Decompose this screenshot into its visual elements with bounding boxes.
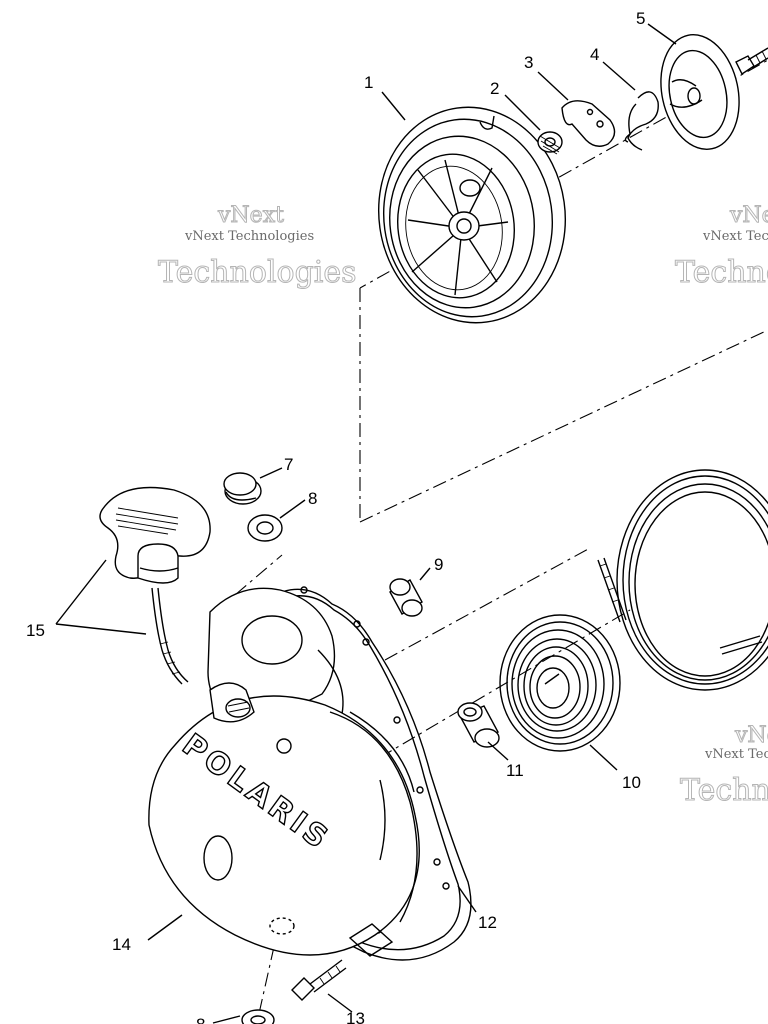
part-14-housing-cover: POLARIS [148,587,420,957]
svg-text:vNext: vNext [734,723,768,748]
part-9-bushing [389,578,423,617]
svg-text:vNext Technologies: vNext Technologies [702,229,768,244]
callout-8-top: 8 [308,489,317,508]
part-8-washer-bottom [241,1009,275,1024]
callout-5: 5 [636,9,645,28]
part-8-washer-top [247,514,283,542]
svg-text:vNext: vNext [729,203,768,228]
callout-11: 11 [506,761,524,780]
callout-4: 4 [590,45,599,64]
svg-text:Technologies: Technologies [680,773,768,808]
part-4-clip [624,91,659,151]
svg-text:vNext Technologies: vNext Technologies [184,229,314,244]
svg-text:vNext: vNext [217,203,284,228]
callout-3: 3 [524,53,533,72]
part-1-pulley [377,106,567,324]
svg-text:Technologies: Technologies [675,255,768,290]
svg-text:vNext Technologies: vNext Technologies [704,747,768,762]
part-7-cap [223,472,262,505]
callout-14: 14 [112,935,131,954]
callout-7: 7 [284,455,293,474]
callout-13: 13 [346,1009,365,1024]
callout-1: 1 [364,73,373,92]
watermark-top-right: vNext Technologies vNext Technologies [675,203,768,291]
callout-9: 9 [434,555,443,574]
starter-rope-coil [616,469,768,691]
callout-labels: 1 2 3 4 5 7 8 9 10 11 12 13 14 15 8 [26,9,645,1024]
part-2-spring [537,131,563,155]
part-6-bolt [735,47,768,76]
part-13-bolt [291,959,347,1001]
callout-8-bottom: 8 [196,1015,205,1024]
part-5-plate [660,34,740,150]
callout-10: 10 [622,773,641,792]
watermark-top-left: vNext Technologies vNext Technologies [158,203,358,291]
leader-lines [55,23,677,1024]
callout-12: 12 [478,913,497,932]
callout-15: 15 [26,621,45,640]
part-11-bushing [457,702,500,748]
part-15-starter-handle [99,486,211,685]
callout-2: 2 [490,79,499,98]
part-3-pawl [561,100,616,147]
watermark-bottom-right: vNext Technologies vNext Technologies [680,723,768,809]
part-10-recoil-spring [499,557,627,752]
svg-text:Technologies: Technologies [158,255,357,290]
